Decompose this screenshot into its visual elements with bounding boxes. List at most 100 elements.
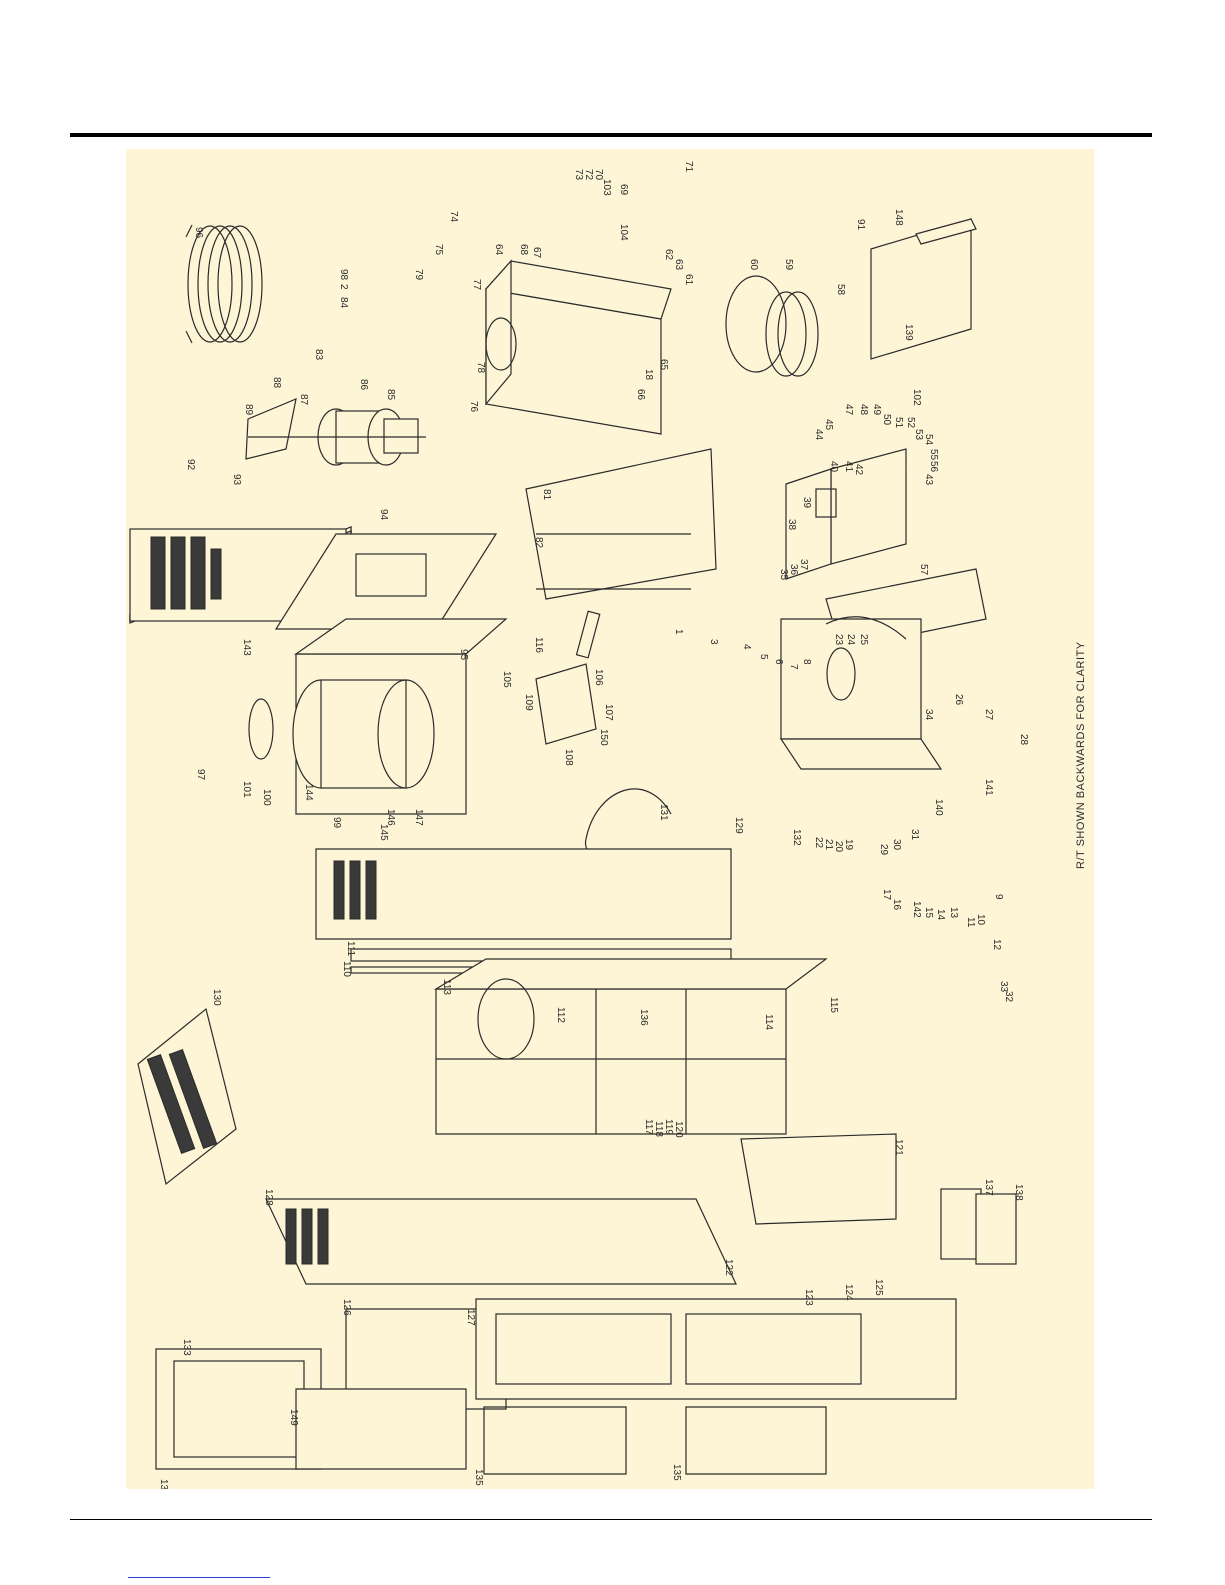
- footer-rule: [70, 1519, 1152, 1520]
- part-label-l130: 117: [643, 1119, 654, 1135]
- part-label-l127: 136: [638, 1009, 649, 1026]
- part-label-l119: 9: [993, 894, 1004, 900]
- part-label-l104: 19: [843, 839, 854, 851]
- part-label-l129: 115: [828, 997, 839, 1013]
- part-label-l95: 99: [331, 817, 342, 829]
- part-label-l120: 33: [998, 981, 1009, 993]
- long-side-panel: [315, 848, 732, 940]
- part-label-l124: 111: [345, 941, 356, 957]
- part-label-l126: 112: [555, 1007, 566, 1023]
- part-label-l137: 123: [803, 1289, 814, 1306]
- part-label-l84: 5: [758, 654, 769, 660]
- part-label-l78: 109: [523, 694, 534, 711]
- main-door: [475, 1298, 957, 1400]
- part-label-l111: 16: [891, 899, 902, 911]
- footer-link[interactable]: [128, 1577, 270, 1578]
- part-label-l61: 38: [786, 519, 797, 531]
- part-label-l128: 114: [763, 1014, 774, 1030]
- part-label-l85: 6: [773, 659, 784, 665]
- part-label-l41: 93: [231, 474, 242, 486]
- part-label-l91: 26: [953, 694, 964, 706]
- part-label-l64: 37: [798, 559, 809, 571]
- part-label-l20: 62: [663, 249, 674, 261]
- drum-cabinet: [248, 618, 508, 815]
- part-label-l146: 134: [158, 1479, 169, 1489]
- part-label-l141: 138: [1013, 1184, 1024, 1201]
- part-label-l136: 122: [723, 1259, 734, 1276]
- part-label-l110: 17: [881, 889, 892, 901]
- part-label-l52: 54: [923, 434, 934, 446]
- drip-tray: [740, 1133, 897, 1225]
- part-label-l72: 144: [303, 784, 314, 801]
- part-label-l140: 137: [983, 1179, 994, 1196]
- part-label-l92: 27: [983, 709, 994, 721]
- part-label-l23: 60: [748, 259, 759, 271]
- part-label-l87: 8: [801, 659, 812, 665]
- part-label-l142: 133: [181, 1339, 192, 1356]
- header-rule: [70, 133, 1152, 137]
- part-label-l75: 106: [593, 669, 604, 686]
- part-label-l46: 48: [858, 404, 869, 416]
- part-label-l47: 49: [871, 404, 882, 416]
- part-label-l18: 71: [683, 161, 694, 173]
- part-label-l138: 124: [843, 1284, 854, 1301]
- part-label-l32: 87: [298, 394, 309, 406]
- part-label-l77: 150: [598, 729, 609, 746]
- part-label-l114: 14: [935, 909, 946, 921]
- part-label-l117: 10: [975, 914, 986, 926]
- part-label-l74: 105: [501, 671, 512, 688]
- part-label-l1: 96: [193, 227, 204, 239]
- part-label-l115: 13: [948, 907, 959, 919]
- part-label-l7: 75: [433, 244, 444, 256]
- part-label-l147: 135: [473, 1469, 484, 1486]
- part-label-l96: 145: [378, 824, 389, 841]
- frame-assembly: [433, 958, 828, 1135]
- door-gasket-left: [483, 1406, 627, 1475]
- part-label-l113: 15: [923, 907, 934, 919]
- part-label-l16: 103: [601, 179, 612, 196]
- part-label-l60: 39: [801, 497, 812, 509]
- part-label-l51: 53: [913, 429, 924, 441]
- rear-grille: [137, 1007, 237, 1186]
- part-label-l24: 59: [783, 259, 794, 271]
- part-label-l139: 125: [873, 1279, 884, 1296]
- part-label-l40: 92: [185, 459, 196, 471]
- part-label-l70: 101: [241, 781, 252, 798]
- part-label-l143: 126: [341, 1299, 352, 1316]
- part-label-l31: 88: [271, 377, 282, 389]
- part-label-l56: 57: [918, 564, 929, 576]
- part-label-l65: 44: [813, 429, 824, 441]
- part-label-l6: 79: [413, 269, 424, 281]
- rear-panel: [265, 1198, 737, 1285]
- part-label-l82: 3: [708, 639, 719, 645]
- part-label-l131: 118: [653, 1121, 664, 1137]
- heating-coil: [185, 224, 263, 344]
- diagram-canvas: 9698284837975747764686773727010369711046…: [129, 161, 1087, 1489]
- part-label-l132: 119: [663, 1119, 674, 1135]
- part-label-l67: 97: [195, 769, 206, 781]
- part-label-l69: 95: [458, 649, 469, 661]
- part-label-l109: 141: [983, 779, 994, 796]
- part-label-l5: 83: [313, 349, 324, 361]
- part-label-l102: 21: [823, 839, 834, 851]
- part-label-l21: 63: [673, 259, 684, 271]
- upper-cabinet: [484, 259, 672, 435]
- part-label-l79: 108: [563, 749, 574, 766]
- part-label-l3: 2: [338, 284, 349, 290]
- diagram-note: R/T SHOWN BACKWARDS FOR CLARITY: [1075, 641, 1087, 869]
- part-label-l105: 29: [878, 844, 889, 856]
- part-label-l26: 91: [855, 219, 866, 231]
- part-label-l101: 22: [813, 837, 824, 849]
- part-label-l99: 129: [733, 817, 744, 834]
- part-label-l19: 104: [618, 224, 629, 241]
- part-label-l29: 102: [911, 389, 922, 406]
- part-label-l108: 140: [933, 799, 944, 816]
- part-label-l93: 28: [1018, 734, 1029, 746]
- part-label-l106: 30: [891, 839, 902, 851]
- part-label-l148: 135: [671, 1464, 682, 1481]
- part-label-l38: 66: [635, 389, 646, 401]
- part-label-l14: 72: [583, 169, 594, 181]
- part-label-l10: 64: [493, 244, 504, 256]
- part-label-l15: 70: [593, 169, 604, 181]
- top-right-bracket: [870, 218, 977, 360]
